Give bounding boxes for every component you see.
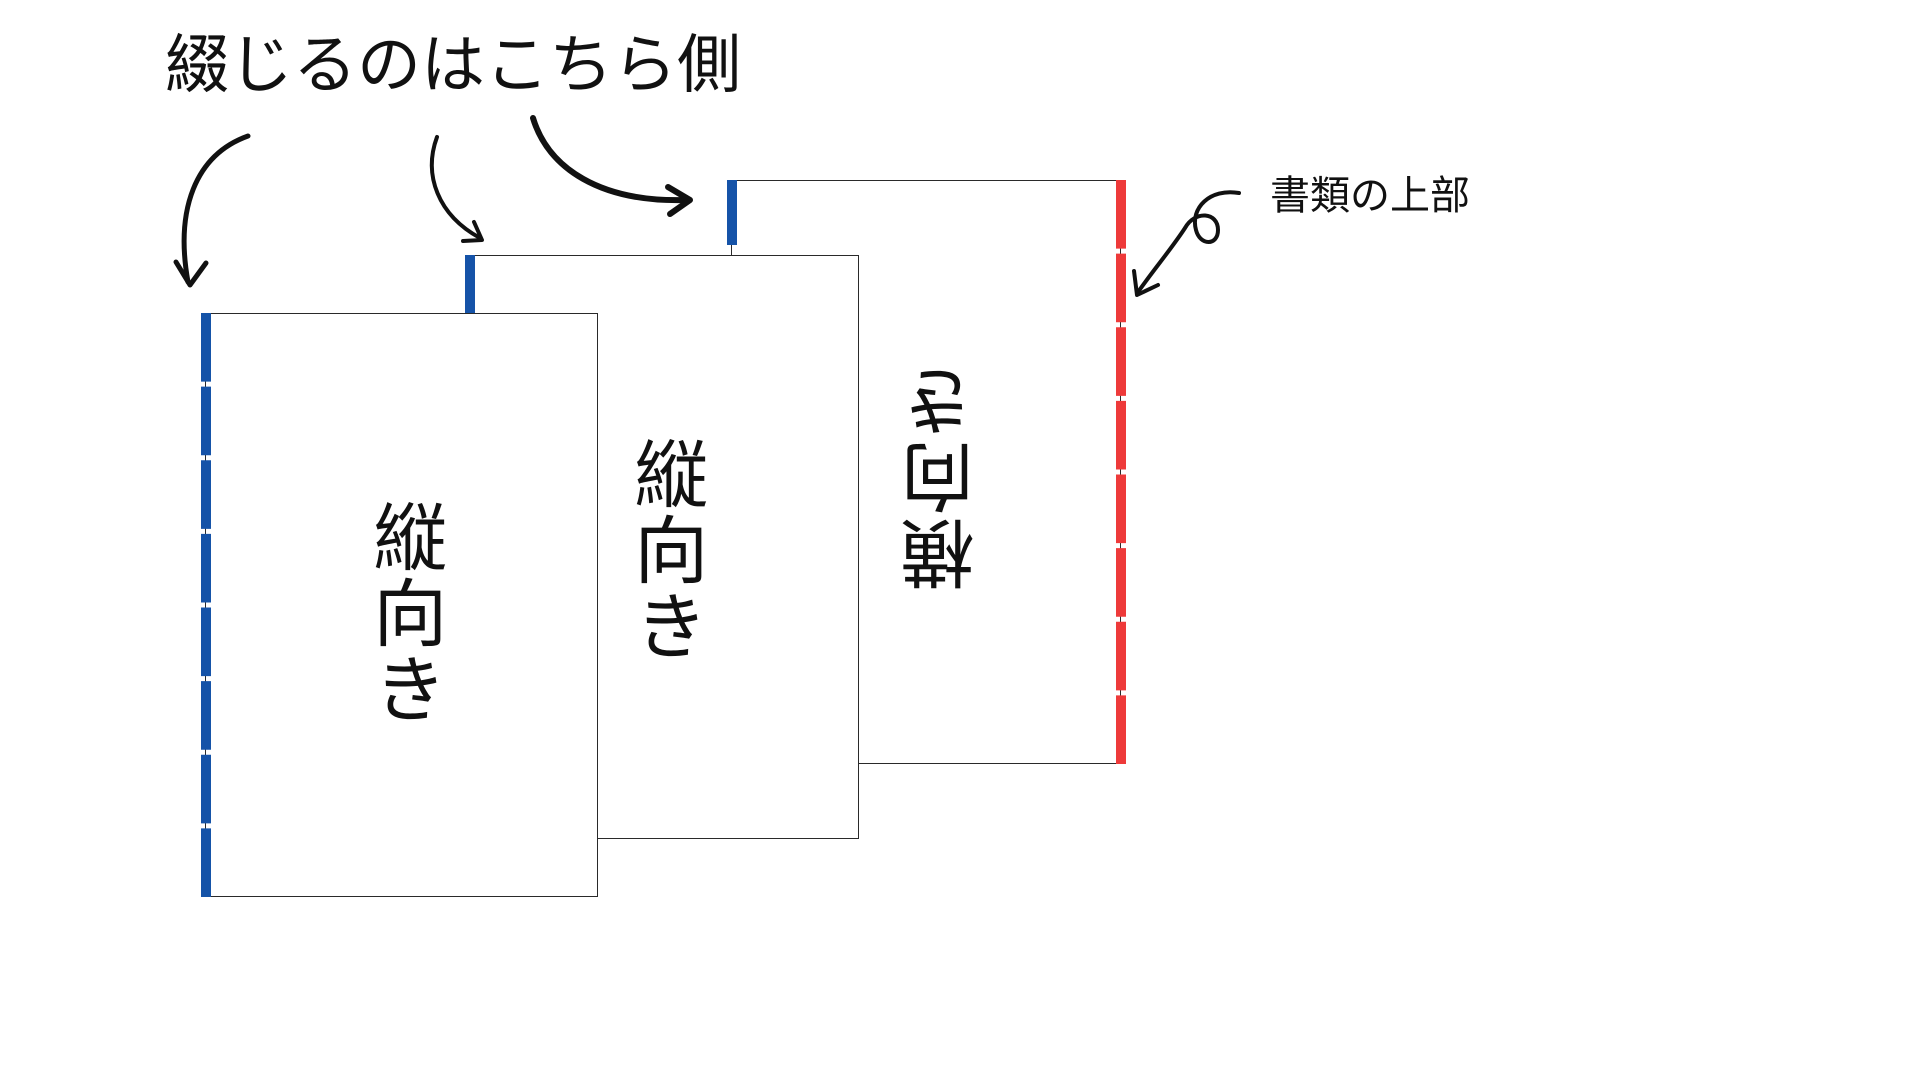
arrow-head-2: [461, 220, 484, 243]
curved-arrow-3: [530, 115, 691, 204]
curly-arrow-head: [1132, 269, 1160, 297]
arrow-head-1: [173, 259, 209, 288]
portrait-sheet-front-label: 縦向き: [360, 499, 447, 727]
landscape-sheet-label: 横向き: [901, 363, 987, 591]
curved-arrow-2: [429, 135, 482, 240]
portrait-sheet-back-label: 縦向き: [621, 436, 708, 664]
curly-arrow: [1136, 190, 1241, 294]
binding-side-annotation: 綴じるのはこちら側: [165, 29, 741, 103]
curved-arrow-1: [181, 133, 251, 285]
arrow-head-3: [665, 184, 693, 217]
document-top-annotation: 書類の上部: [1270, 173, 1470, 219]
portrait-sheet-front: 縦向き: [205, 313, 598, 897]
